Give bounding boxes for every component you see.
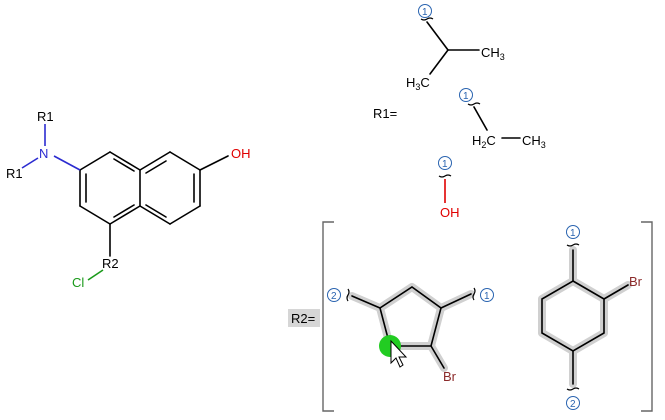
r2-cyclopentyl-fragment[interactable]: 2 1 Br	[327, 283, 494, 384]
bond-n-r1-left[interactable]	[21, 157, 39, 169]
bond-to-br[interactable]	[430, 345, 445, 369]
bond-to-attachment-1[interactable]	[440, 293, 472, 309]
attachment-point-circle	[566, 396, 580, 410]
bond-r2-cl[interactable]	[87, 269, 104, 281]
r2-cyclohexyl-fragment[interactable]: 1 2 Br	[538, 225, 643, 411]
r1-ethyl-fragment[interactable]: 1 H2C CH3	[459, 88, 546, 151]
chlorine-atom[interactable]: Cl	[72, 275, 84, 290]
r1-top-label[interactable]: R1	[37, 109, 54, 124]
bond[interactable]	[429, 49, 449, 75]
core-molecule[interactable]: R1 R1 N OH R2 Cl	[6, 109, 251, 290]
attachment-point-number: 1	[484, 291, 490, 302]
wavy-attachment-icon	[566, 387, 580, 391]
ring-highlight	[538, 277, 608, 355]
bond-to-oh[interactable]	[199, 155, 229, 171]
attachment-point-number: 2	[570, 399, 576, 410]
methylene-label[interactable]: H2C	[472, 133, 496, 150]
r1-left-label[interactable]: R1	[6, 166, 23, 181]
wavy-attachment-icon	[467, 102, 481, 106]
r2-label[interactable]: R2	[102, 256, 119, 271]
double-bond-inner	[145, 160, 167, 174]
wavy-attachment-icon	[438, 174, 452, 178]
bond[interactable]	[139, 151, 171, 171]
attachment-point-number: 1	[570, 228, 576, 239]
cyclopentane-ring[interactable]	[379, 286, 442, 347]
bond-to-nitrogen[interactable]	[53, 155, 81, 171]
methyl-label[interactable]: H3C	[406, 75, 430, 92]
double-bond-inner	[113, 158, 135, 172]
bond[interactable]	[109, 151, 141, 171]
bond[interactable]	[109, 205, 141, 225]
attachment-point-number: 1	[463, 91, 469, 102]
wavy-attachment-icon	[420, 17, 434, 21]
bond-to-attachment-2[interactable]	[351, 295, 381, 309]
wavy-attachment-icon	[566, 243, 580, 247]
attachment-point-number: 2	[331, 291, 337, 302]
r2-definition-label: R2=	[291, 311, 315, 326]
attachment-point-circle	[566, 225, 580, 239]
attachment-point-circle	[480, 288, 494, 302]
double-bond-inner	[113, 204, 135, 218]
bond[interactable]	[169, 151, 201, 171]
bromine-atom[interactable]: Br	[629, 274, 643, 289]
bond-to-br[interactable]	[603, 284, 629, 300]
r1-isopropyl-fragment[interactable]: 1 CH3 H3C	[406, 4, 505, 93]
attachment-point-circle	[418, 4, 432, 18]
r1-hydroxyl-fragment[interactable]: 1 OH	[438, 156, 460, 221]
attachment-point-circle	[327, 288, 341, 302]
hydroxyl-atom[interactable]: OH	[440, 205, 460, 220]
bromine-atom[interactable]: Br	[443, 369, 457, 384]
wavy-attachment-icon	[472, 287, 476, 301]
methyl-label[interactable]: CH3	[522, 133, 546, 150]
double-bond-inner	[145, 204, 167, 218]
wavy-attachment-icon	[346, 288, 350, 302]
r2-label-box	[288, 309, 320, 327]
bond[interactable]	[139, 205, 171, 225]
bond[interactable]	[79, 151, 111, 171]
mouse-cursor-icon	[390, 339, 408, 368]
right-bracket	[641, 221, 653, 412]
attachment-point-circle	[459, 88, 473, 102]
attachment-point-circle	[438, 156, 452, 170]
attachment-point-number: 1	[442, 159, 448, 170]
bond[interactable]	[79, 205, 111, 225]
nitrogen-atom[interactable]: N	[39, 146, 48, 161]
hydroxyl-atom[interactable]: OH	[231, 146, 251, 161]
bond[interactable]	[426, 21, 449, 51]
left-bracket	[322, 221, 334, 412]
r1-definition-label: R1=	[373, 106, 397, 121]
attachment-point-number: 1	[422, 7, 428, 18]
bond[interactable]	[169, 205, 201, 225]
methyl-label[interactable]: CH3	[481, 45, 505, 62]
bond[interactable]	[473, 106, 488, 131]
